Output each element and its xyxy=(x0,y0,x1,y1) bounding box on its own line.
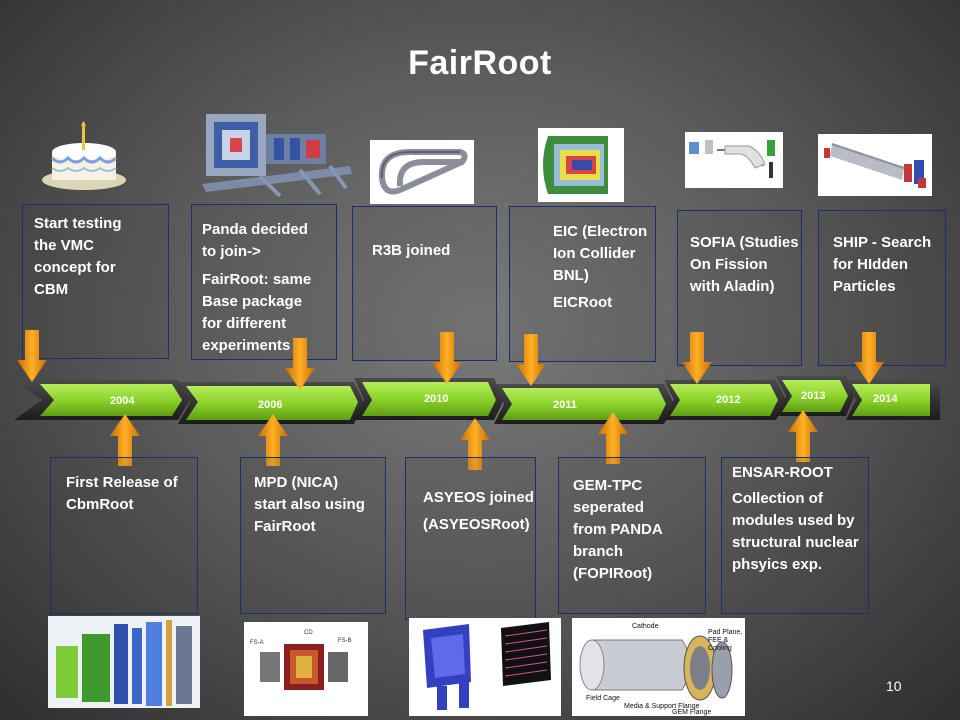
event-box-2006-bottom xyxy=(240,457,386,614)
cake-icon xyxy=(42,121,126,190)
tpc-label-cathode: Cathode xyxy=(632,623,659,630)
event-text-2010-bottom-2: (ASYEOSRoot) xyxy=(423,516,530,533)
event-text-2011-top-2: EICRoot xyxy=(553,294,613,311)
year-label-2014: 2014 xyxy=(873,393,898,405)
panda-detector-image xyxy=(200,104,356,200)
sofia-setup-image xyxy=(685,132,783,188)
event-text-2011-bottom: GEM-TPC seperated from PANDA branch (FOP… xyxy=(573,477,663,582)
slide-title: FairRoot xyxy=(408,44,552,82)
event-text-2010-top: R3B joined xyxy=(372,242,451,259)
year-label-2004: 2004 xyxy=(110,395,135,407)
svg-text:CD: CD xyxy=(304,630,313,636)
event-text-2011-top: EIC (Electron Ion Collider BNL) xyxy=(553,223,648,284)
year-label-2006: 2006 xyxy=(258,399,282,411)
timeline-segment-2006 xyxy=(178,382,364,424)
page-number: 10 xyxy=(886,678,902,694)
ship-setup-image xyxy=(818,134,932,196)
tpc-label-gem-flange: GEM Flange xyxy=(672,709,711,716)
event-box-2006-top xyxy=(191,204,337,360)
beamline-icon xyxy=(824,143,926,188)
event-text-2012-top: SOFIA (Studies On Fission with Aladin) xyxy=(690,234,799,295)
tpc-label-field-cage: Field Cage xyxy=(586,695,620,702)
event-text-2006-top-2: FairRoot: same Base package for differen… xyxy=(202,271,312,354)
timeline-segment-2013 xyxy=(776,376,854,416)
detector-icon: FS-A FS-B CD xyxy=(244,622,368,716)
event-text-2004-bottom: First Release of CbmRoot xyxy=(66,474,178,513)
event-box-2010-top xyxy=(352,206,497,361)
birthday-cake-image xyxy=(38,118,130,196)
svg-text:FS-A: FS-A xyxy=(250,640,264,646)
tpc-icon: Cathode Pad Plane, FEE & Cooling Field C… xyxy=(572,618,745,716)
event-text-2006-bottom: MPD (NICA) start also using FairRoot xyxy=(254,474,365,535)
event-box-2011-bottom xyxy=(558,457,706,614)
event-text-2010-bottom: ASYEOS joined xyxy=(423,489,534,506)
eic-detector-image xyxy=(538,128,624,202)
detector-icon xyxy=(543,136,608,194)
gem-tpc-image: Cathode Pad Plane, FEE & Cooling Field C… xyxy=(572,618,745,716)
timeline-segment-2014 xyxy=(846,380,940,420)
event-box-2004-bottom xyxy=(50,457,198,614)
event-text-2006-top: Panda decided to join-> xyxy=(202,221,308,260)
magnet-coil-icon xyxy=(378,149,468,195)
tpc-label-pad-plane: Pad Plane, xyxy=(708,629,742,636)
year-label-2011: 2011 xyxy=(553,399,577,411)
timeline-segment-2012 xyxy=(664,380,786,420)
event-text-2004-top: Start testing the VMC concept for CBM xyxy=(34,215,122,298)
event-box-2010-bottom xyxy=(405,457,536,620)
svg-text:FEE &: FEE & xyxy=(708,637,729,644)
detector-icon xyxy=(202,114,352,198)
svg-text:FS-B: FS-B xyxy=(338,638,352,644)
tpc-label-media: Media & Support Flange xyxy=(624,703,700,710)
year-label-2013: 2013 xyxy=(801,390,825,402)
event-text-2013-bottom-2: Collection of modules used by structural… xyxy=(732,490,859,573)
beamline-icon xyxy=(689,140,775,178)
timeline-segment-2004 xyxy=(14,380,190,420)
event-text-2013-bottom: ENSAR-ROOT xyxy=(732,464,833,481)
event-box-2013-bottom xyxy=(721,457,869,614)
detector-icon xyxy=(48,616,200,708)
arrow-up-icon xyxy=(788,410,818,462)
cbm-detector-image xyxy=(48,616,200,708)
event-text-2014-top: SHIP - Search for HIdden Particles xyxy=(833,234,932,295)
timeline-segment-2010 xyxy=(354,378,504,420)
year-label-2012: 2012 xyxy=(716,394,740,406)
timeline-segment-2011 xyxy=(494,384,674,424)
svg-text:Cooling: Cooling xyxy=(708,645,732,652)
year-label-2010: 2010 xyxy=(424,393,448,405)
mpd-detector-image: FS-A FS-B CD xyxy=(244,622,368,716)
detector-icon xyxy=(409,618,561,716)
r3b-magnet-image xyxy=(370,140,474,204)
asyeos-setup-image xyxy=(409,618,561,716)
